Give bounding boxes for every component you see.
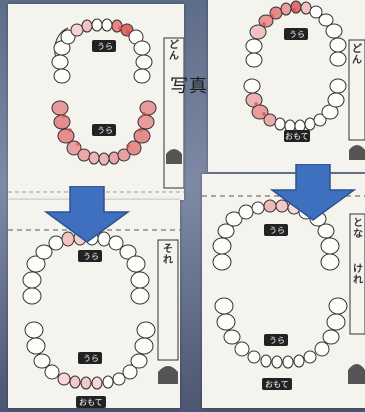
side-text-tl: どん <box>168 40 180 62</box>
arch-label-upper-bl: うら <box>83 251 99 262</box>
side-text-bl: それ <box>162 244 174 266</box>
arch-label-upper-tl: うら <box>97 41 113 52</box>
side-text-tr: どん <box>351 44 363 66</box>
arch-label-lower-br: うら <box>269 335 285 346</box>
arch-label-upper-tr: うら <box>289 29 305 40</box>
tooth-chart-top-right <box>208 0 365 172</box>
arch-label-lower-bl: うら <box>83 353 99 364</box>
arch-label-front-tr: おもて <box>285 131 309 142</box>
worksheet-top-left: うら うら どん <box>8 4 184 200</box>
caption-fragment: 写真 <box>170 72 208 98</box>
tooth-chart-top-left <box>8 4 184 200</box>
arch-label-front-bl: おもて <box>79 397 103 408</box>
arch-label-upper-br: うら <box>269 225 285 236</box>
worksheet-top-right: うら おもて どん <box>208 0 365 172</box>
down-arrow-left-icon <box>42 186 132 244</box>
arch-label-lower-tl: うら <box>97 125 113 136</box>
arch-label-front-br: おもて <box>265 379 289 390</box>
side-text-br-2: けれ <box>352 264 364 286</box>
down-arrow-right-icon <box>268 164 358 222</box>
